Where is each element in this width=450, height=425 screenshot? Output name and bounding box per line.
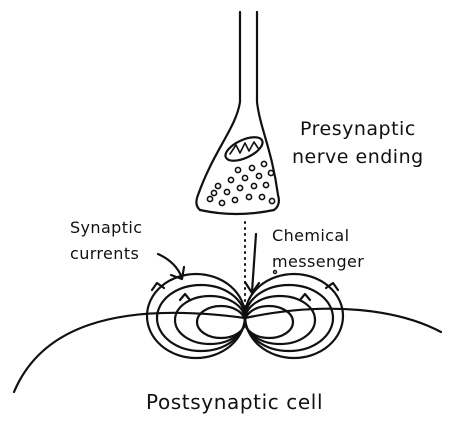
chemical-arrow (252, 234, 256, 292)
postsynaptic-label: Postsynaptic cell (146, 390, 323, 414)
synaptic-label-line1: Synaptic (70, 218, 142, 237)
vesicles (207, 161, 274, 205)
axon-right-edge (257, 12, 279, 210)
presynaptic-label-line2: nerve ending (292, 146, 424, 169)
synaptic-currents-arrow (158, 254, 182, 278)
postsynaptic-membrane (14, 309, 441, 392)
presynaptic-label-line1: Presynaptic (300, 118, 416, 141)
mitochondrion-icon (222, 132, 266, 165)
chemical-label-line2: messenger (272, 252, 364, 271)
chemical-label-line1: Chemical (272, 226, 349, 245)
terminal-bottom-edge (200, 210, 274, 214)
synaptic-label-line2: currents (70, 244, 139, 263)
